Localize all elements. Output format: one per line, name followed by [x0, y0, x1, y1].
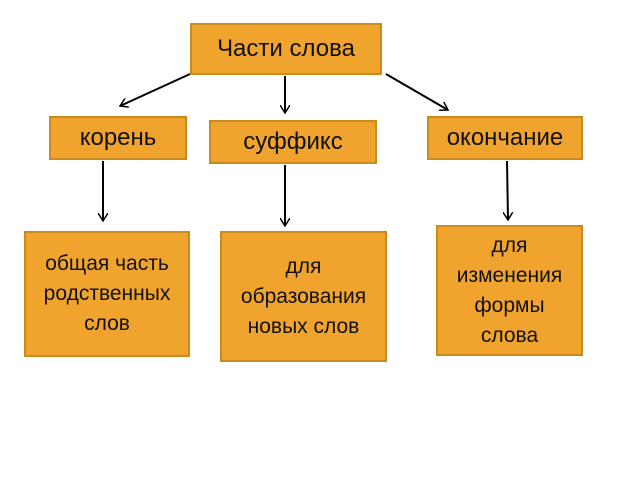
node-koren: корень — [49, 116, 187, 160]
root-node-label: Части слова — [217, 35, 355, 62]
desc-suffiks-line: образования — [240, 284, 367, 308]
node-okonchanie: окончание — [427, 116, 583, 160]
desc-okonchanie-line: для — [491, 233, 528, 257]
desc-suffiks-line: новых слов — [247, 314, 360, 338]
arrow-root-to-koren — [120, 73, 191, 106]
arrow-root-to-okonchanie — [385, 73, 448, 110]
desc-okonchanie-line: формы — [474, 293, 545, 317]
desc-okonchanie: для изменения формы слова — [436, 225, 583, 356]
desc-suffiks-line: для — [285, 254, 322, 278]
desc-koren-line: общая часть — [45, 252, 169, 275]
node-suffiks-label: суффикс — [243, 128, 343, 155]
desc-koren-line: родственных — [43, 282, 171, 305]
desc-okonchanie-line: изменения — [456, 263, 563, 287]
desc-koren: общая часть родственных слов — [24, 231, 190, 357]
desc-koren-line: слов — [84, 312, 130, 335]
desc-okonchanie-line: слова — [480, 323, 539, 347]
root-node: Части слова — [190, 23, 382, 75]
node-okonchanie-label: окончание — [446, 124, 564, 151]
node-koren-label: корень — [79, 124, 157, 151]
desc-suffiks: для образования новых слов — [220, 231, 387, 362]
node-suffiks: суффикс — [209, 120, 377, 164]
arrow-okonchanie-to-desc — [507, 160, 508, 220]
